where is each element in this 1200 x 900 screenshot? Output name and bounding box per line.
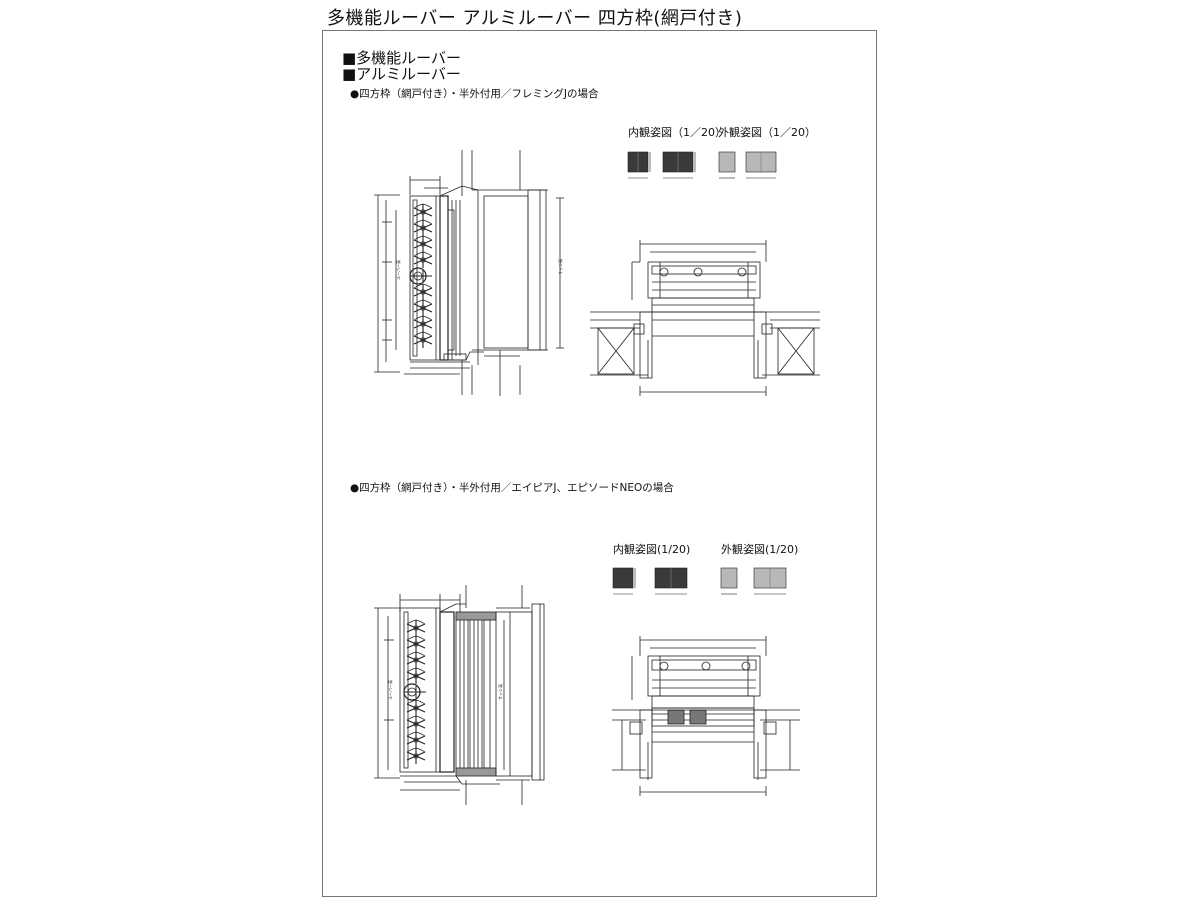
section-2-vertical-section: サッシ高 ルーバー高 — [374, 585, 545, 805]
section-1-label: ●四方枠（網戸付き）・半外付用／フレミングJの場合 — [350, 88, 599, 100]
heading-aluminum-louver: ■アルミルーバー — [342, 65, 461, 83]
drawing-sheet — [322, 30, 877, 897]
page-title: 多機能ルーバー アルミルーバー 四方枠(網戸付き) — [327, 8, 743, 29]
svg-text:ルーバー高: ルーバー高 — [395, 260, 401, 280]
svg-text:ルーバー高: ルーバー高 — [387, 680, 393, 700]
section-1-exterior-view-label: 外観姿図（1／20） — [718, 126, 816, 139]
section-1-interior-view-label: 内観姿図（1／20） — [628, 126, 726, 139]
section-2-interior-view-label: 内観姿図(1/20) — [613, 543, 691, 556]
svg-text:サッシ高: サッシ高 — [557, 259, 563, 275]
section-1-interior-elevation — [627, 151, 696, 179]
section-1-louver-blades — [409, 203, 433, 349]
section-1-exterior-elevation — [718, 151, 777, 179]
section-2-exterior-view-label: 外観姿図(1/20) — [721, 543, 799, 556]
heading-multifunction-louver: ■多機能ルーバー — [342, 49, 462, 67]
section-2-louver-blades — [403, 619, 426, 765]
section-1-horizontal-section — [590, 240, 820, 396]
section-2-exterior-elevation — [720, 567, 787, 595]
section-2-horizontal-section — [612, 636, 800, 796]
section-2-interior-elevation — [612, 567, 688, 595]
svg-text:サッシ高: サッシ高 — [497, 684, 503, 700]
section-1-vertical-section: サッシ高 ルーバー高 — [374, 150, 564, 396]
section-2-label: ●四方枠（網戸付き）・半外付用／エイピアJ、エピソードNEOの場合 — [350, 482, 674, 494]
